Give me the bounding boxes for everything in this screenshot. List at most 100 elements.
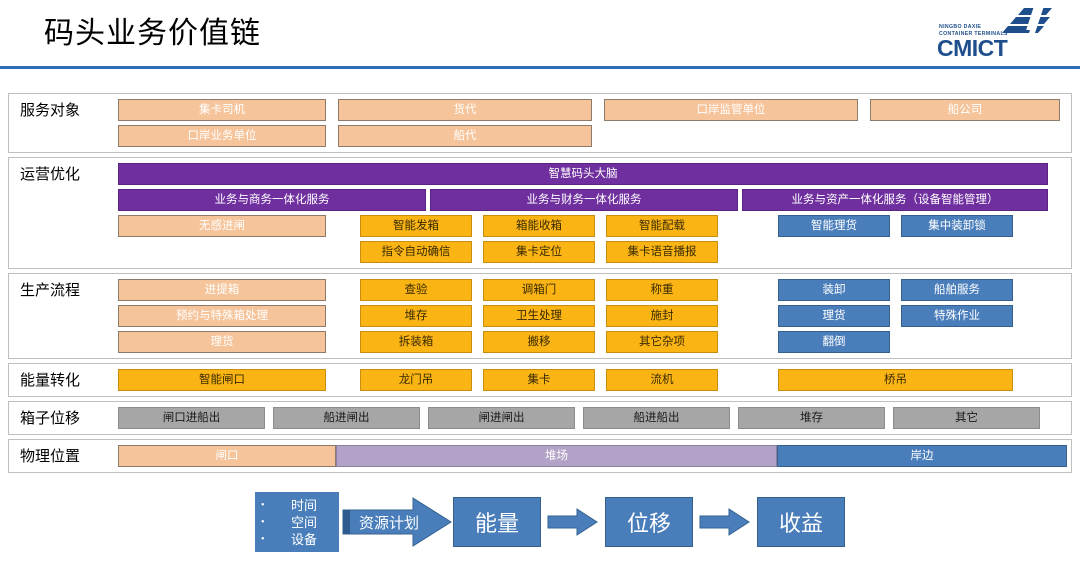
matrix-cell[interactable]: 特殊作业	[901, 305, 1013, 327]
matrix-cell[interactable]: 卫生处理	[483, 305, 595, 327]
band-label: 箱子位移	[20, 411, 81, 427]
matrix-cell[interactable]: 口岸业务单位	[118, 125, 326, 147]
matrix-cell[interactable]: 查验	[360, 279, 472, 301]
matrix-cell[interactable]	[118, 241, 326, 263]
input-label-space: 空间	[290, 515, 317, 530]
matrix-cell[interactable]: 岸边	[777, 445, 1067, 467]
spacer	[472, 369, 483, 391]
band-label: 生产流程	[20, 283, 81, 299]
spacer	[595, 215, 606, 237]
spacer	[718, 331, 778, 353]
matrix-cell[interactable]: 流机	[606, 369, 718, 391]
matrix-cell[interactable]: 翻倒	[778, 331, 890, 353]
value-chain-matrix: 服务对象集卡司机货代口岸监管单位船公司口岸业务单位船代运营优化智慧码头大脑业务与…	[8, 93, 1072, 477]
matrix-cell[interactable]: 堆场	[336, 445, 777, 467]
spacer	[595, 279, 606, 301]
spacer	[890, 279, 901, 301]
header-divider	[0, 66, 1080, 69]
matrix-cell[interactable]: 指令自动确信	[360, 241, 472, 263]
matrix-cell[interactable]: 集卡语音播报	[606, 241, 718, 263]
band-row: 业务与商务一体化服务业务与财务一体化服务业务与资产一体化服务（设备智能管理）	[118, 189, 1065, 211]
spacer	[718, 305, 778, 327]
matrix-cell[interactable]: 集卡司机	[118, 99, 326, 121]
spacer	[472, 305, 483, 327]
band-body: 进提箱查验调箱门称重装卸船舶服务预约与特殊箱处理堆存卫生处理施封理货特殊作业理货…	[118, 279, 1065, 353]
matrix-cell[interactable]: 桥吊	[778, 369, 1013, 391]
spacer	[595, 305, 606, 327]
matrix-cell[interactable]: 智能理货	[778, 215, 890, 237]
company-logo: NINGBO DAXIE CONTAINER TERMINALS CMICT	[933, 6, 1058, 61]
matrix-cell[interactable]: 箱能收箱	[483, 215, 595, 237]
matrix-cell[interactable]: 货代	[338, 99, 592, 121]
matrix-cell[interactable]: 智能配载	[606, 215, 718, 237]
bullet-icon: •	[261, 517, 265, 528]
matrix-cell[interactable]: 无感进闸	[118, 215, 326, 237]
spacer	[595, 331, 606, 353]
band-row: 集卡司机货代口岸监管单位船公司	[118, 99, 1065, 121]
matrix-band: 生产流程进提箱查验调箱门称重装卸船舶服务预约与特殊箱处理堆存卫生处理施封理货特殊…	[8, 273, 1072, 359]
matrix-cell[interactable]: 其它杂项	[606, 331, 718, 353]
matrix-cell[interactable]: 船进闸出	[273, 407, 420, 429]
input-label-equipment: 设备	[290, 532, 317, 547]
spacer	[890, 215, 901, 237]
matrix-cell[interactable]: 拆装箱	[360, 331, 472, 353]
spacer	[472, 279, 483, 301]
band-label: 运营优化	[20, 167, 81, 183]
matrix-cell[interactable]: 搬移	[483, 331, 595, 353]
band-body: 智慧码头大脑业务与商务一体化服务业务与财务一体化服务业务与资产一体化服务（设备智…	[118, 163, 1065, 263]
spacer	[718, 369, 778, 391]
matrix-cell[interactable]: 业务与商务一体化服务	[118, 189, 426, 211]
matrix-cell[interactable]: 堆存	[738, 407, 885, 429]
matrix-cell[interactable]: 集中装卸锁	[901, 215, 1013, 237]
matrix-cell[interactable]: 业务与资产一体化服务（设备智能管理）	[742, 189, 1048, 211]
matrix-cell[interactable]: 智能闸口	[118, 369, 326, 391]
spacer	[575, 407, 583, 429]
matrix-cell[interactable]: 闸口	[118, 445, 336, 467]
matrix-cell[interactable]: 集卡定位	[483, 241, 595, 263]
spacer	[420, 407, 428, 429]
page-title: 码头业务价值链	[44, 17, 261, 50]
matrix-cell[interactable]: 船进船出	[583, 407, 730, 429]
matrix-cell[interactable]: 称重	[606, 279, 718, 301]
matrix-cell[interactable]: 闸口进船出	[118, 407, 265, 429]
matrix-cell[interactable]: 闸进闸出	[428, 407, 575, 429]
matrix-cell[interactable]: 船公司	[870, 99, 1060, 121]
matrix-cell[interactable]: 船代	[338, 125, 592, 147]
matrix-cell[interactable]: 其它	[893, 407, 1040, 429]
matrix-cell[interactable]: 理货	[118, 331, 326, 353]
matrix-band: 箱子位移 闸口进船出船进闸出闸进闸出船进船出堆存其它	[8, 401, 1072, 435]
flow-box-revenue: 收益	[757, 497, 845, 547]
resource-plan-arrow: 资源计划	[341, 496, 453, 548]
matrix-cell[interactable]: 口岸监管单位	[604, 99, 858, 121]
band-row: 口岸业务单位船代	[118, 125, 1065, 147]
matrix-cell[interactable]: 业务与财务一体化服务	[430, 189, 738, 211]
logo-subtitle-line1: NINGBO DAXIE	[939, 24, 982, 30]
matrix-cell[interactable]: 集卡	[483, 369, 595, 391]
matrix-cell[interactable]: 堆存	[360, 305, 472, 327]
matrix-cell[interactable]: 理货	[778, 305, 890, 327]
cmict-logo-mark	[1002, 6, 1052, 36]
matrix-cell[interactable]: 预约与特殊箱处理	[118, 305, 326, 327]
list-item: • 设备	[261, 531, 335, 548]
arrow-right-icon	[342, 497, 452, 547]
spacer	[265, 407, 273, 429]
band-body: 集卡司机货代口岸监管单位船公司口岸业务单位船代	[118, 99, 1065, 147]
band-label: 能量转化	[20, 373, 81, 389]
band-body: 闸口进船出船进闸出闸进闸出船进船出堆存其它	[118, 407, 1065, 429]
arrow-right-icon	[547, 508, 598, 536]
matrix-cell[interactable]: 船舶服务	[901, 279, 1013, 301]
matrix-cell[interactable]: 进提箱	[118, 279, 326, 301]
spacer	[326, 99, 338, 121]
matrix-cell[interactable]: 装卸	[778, 279, 890, 301]
matrix-cell[interactable]: 智能发箱	[360, 215, 472, 237]
spacer	[718, 279, 778, 301]
matrix-cell[interactable]: 施封	[606, 305, 718, 327]
matrix-cell[interactable]: 龙门吊	[360, 369, 472, 391]
matrix-cell[interactable]: 调箱门	[483, 279, 595, 301]
spacer	[592, 99, 604, 121]
spacer	[326, 241, 360, 263]
spacer	[730, 407, 738, 429]
band-row: 指令自动确信集卡定位集卡语音播报	[118, 241, 1065, 263]
logo-wordmark: CMICT	[937, 35, 1008, 61]
matrix-cell[interactable]: 智慧码头大脑	[118, 163, 1048, 185]
